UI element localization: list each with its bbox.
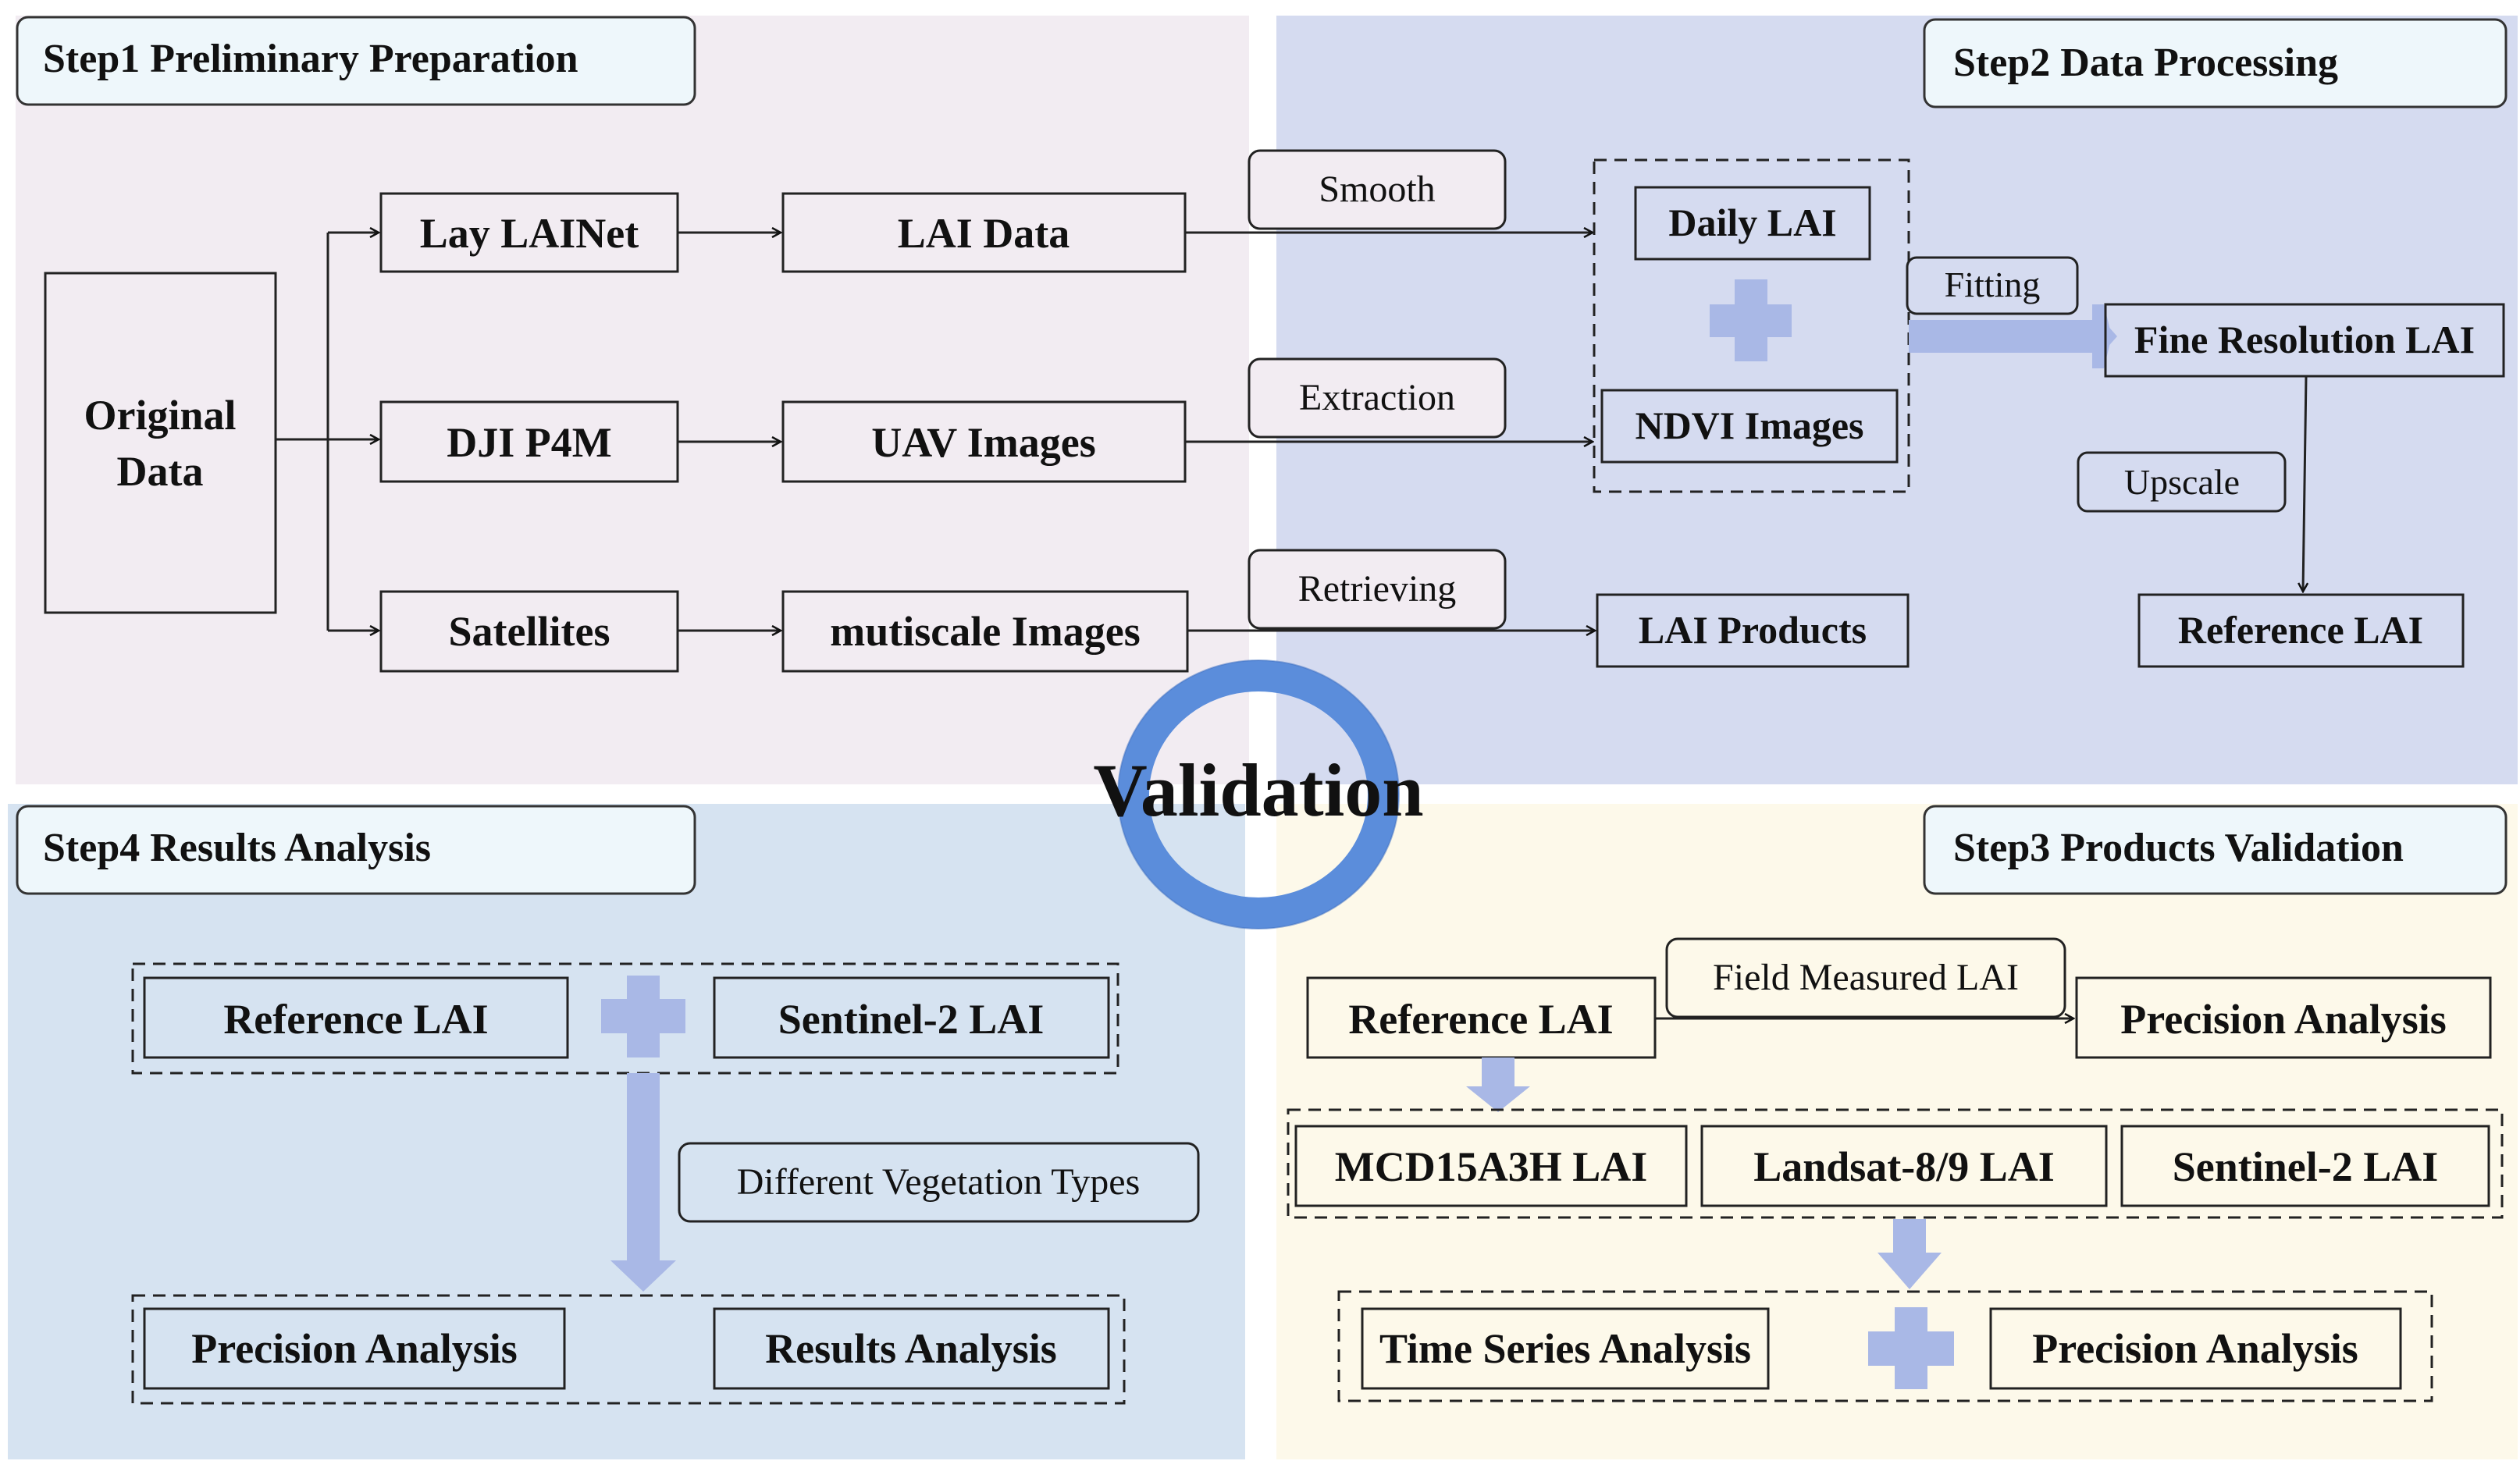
- daily-lai-label: Daily LAI: [1668, 201, 1836, 244]
- validation-label: Validation: [1093, 748, 1423, 832]
- product-label-landsat: Landsat-8/9 LAI: [1753, 1143, 2055, 1190]
- precision-analysis-box-step3: [2075, 976, 2492, 1059]
- validation-ring-outline: [1117, 659, 1400, 929]
- field-measured-label: Field Measured LAI: [1713, 957, 2019, 998]
- sentinel-lai-label-step4: Sentinel-2 LAI: [778, 996, 1045, 1043]
- daily-lai-box: [1634, 186, 1871, 261]
- fitting-label-box: [1906, 256, 2079, 315]
- fine-resolution-box: [2104, 303, 2505, 378]
- step1-panel: [16, 16, 1249, 784]
- ndvi-images-box: [1600, 389, 1899, 464]
- edge-label-box-extraction: [1248, 357, 1507, 439]
- dashed-group-results: [131, 1294, 1126, 1405]
- reference-lai-box-step4: [143, 976, 569, 1059]
- fitting-label: Fitting: [1945, 265, 2041, 304]
- product-box-mcd: [1294, 1125, 1688, 1207]
- original-data-box: [44, 272, 277, 614]
- reference-lai-label-step4: Reference LAI: [223, 996, 488, 1043]
- upscale-label: Upscale: [2124, 462, 2240, 502]
- precision-analysis-label-step4: Precision Analysis: [191, 1325, 518, 1372]
- source-label-dji: DJI P4M: [447, 419, 611, 466]
- step1-title: Step1 Preliminary Preparation: [43, 37, 578, 81]
- precision-analysis-label-step3: Precision Analysis: [2120, 996, 2447, 1043]
- dashed-group-daily-ndvi: [1593, 158, 1910, 493]
- results-analysis-box: [713, 1307, 1110, 1390]
- original-data-line2: Data: [117, 448, 204, 495]
- edge-label-retrieving: Retrieving: [1298, 568, 1457, 610]
- field-measured-label-box: [1665, 937, 2066, 1018]
- plus-icon: [1868, 1307, 1954, 1389]
- ndvi-images-label: NDVI Images: [1635, 403, 1863, 447]
- down-arrow: [1466, 1057, 1530, 1112]
- dashed-group-ref-sentinel: [131, 962, 1119, 1075]
- precision-analysis-box-step3-bottom: [1989, 1307, 2402, 1390]
- source-label-laynet: Lay LAINet: [420, 210, 639, 257]
- fitting-arrow: [1909, 304, 2117, 368]
- step3-title-box: [1923, 805, 2508, 895]
- step4-panel: [8, 804, 1245, 1459]
- step1-title-box: [16, 16, 696, 106]
- precision-analysis-box-step4: [143, 1307, 566, 1390]
- dashed-group-products: [1287, 1108, 2504, 1219]
- plus-icon: [601, 976, 685, 1057]
- product-label-mcd: MCD15A3H LAI: [1335, 1143, 1648, 1190]
- validation-ring: [1118, 660, 1399, 929]
- down-arrow: [1878, 1219, 1942, 1289]
- precision-analysis-label-step3-bottom: Precision Analysis: [2032, 1325, 2358, 1372]
- reference-lai-label-step2: Reference LAI: [2178, 608, 2423, 652]
- time-series-box: [1361, 1307, 1770, 1390]
- time-series-label: Time Series Analysis: [1379, 1325, 1751, 1372]
- product-box-sentinel: [2120, 1125, 2490, 1207]
- upscale-label-box: [2077, 451, 2287, 513]
- dashed-group-timeseries: [1337, 1290, 2433, 1402]
- reference-lai-box-step2: [2137, 593, 2465, 668]
- lai-products-label: LAI Products: [1639, 608, 1867, 652]
- output-label-multiscale: mutiscale Images: [830, 608, 1140, 655]
- step3-title: Step3 Products Validation: [1953, 826, 2404, 870]
- output-label-uav: UAV Images: [871, 419, 1096, 466]
- edge-label-box-retrieving: [1248, 549, 1507, 630]
- down-arrow: [610, 1073, 676, 1292]
- step2-title-box: [1923, 18, 2508, 108]
- source-label-satellites: Satellites: [449, 608, 610, 655]
- reference-lai-label-step3: Reference LAI: [1348, 996, 1613, 1043]
- fine-resolution-label: Fine Resolution LAI: [2134, 318, 2475, 361]
- sentinel-lai-box-step4: [713, 976, 1110, 1059]
- original-data-line1: Original: [84, 392, 236, 439]
- step2-title: Step2 Data Processing: [1953, 41, 2338, 85]
- results-analysis-label: Results Analysis: [765, 1325, 1057, 1372]
- output-label-lai-data: LAI Data: [898, 210, 1070, 257]
- edge-label-extraction: Extraction: [1299, 377, 1455, 418]
- lai-products-box: [1596, 593, 1910, 668]
- edge-label-smooth: Smooth: [1319, 169, 1435, 210]
- step4-title-box: [16, 805, 696, 895]
- product-box-landsat: [1700, 1125, 2108, 1207]
- product-label-sentinel: Sentinel-2 LAI: [2173, 1143, 2439, 1190]
- veg-types-label: Different Vegetation Types: [737, 1161, 1141, 1203]
- plus-icon: [1710, 279, 1792, 361]
- edge-label-box-smooth: [1248, 149, 1507, 230]
- step4-title: Step4 Results Analysis: [43, 826, 431, 870]
- veg-types-label-box: [678, 1142, 1200, 1223]
